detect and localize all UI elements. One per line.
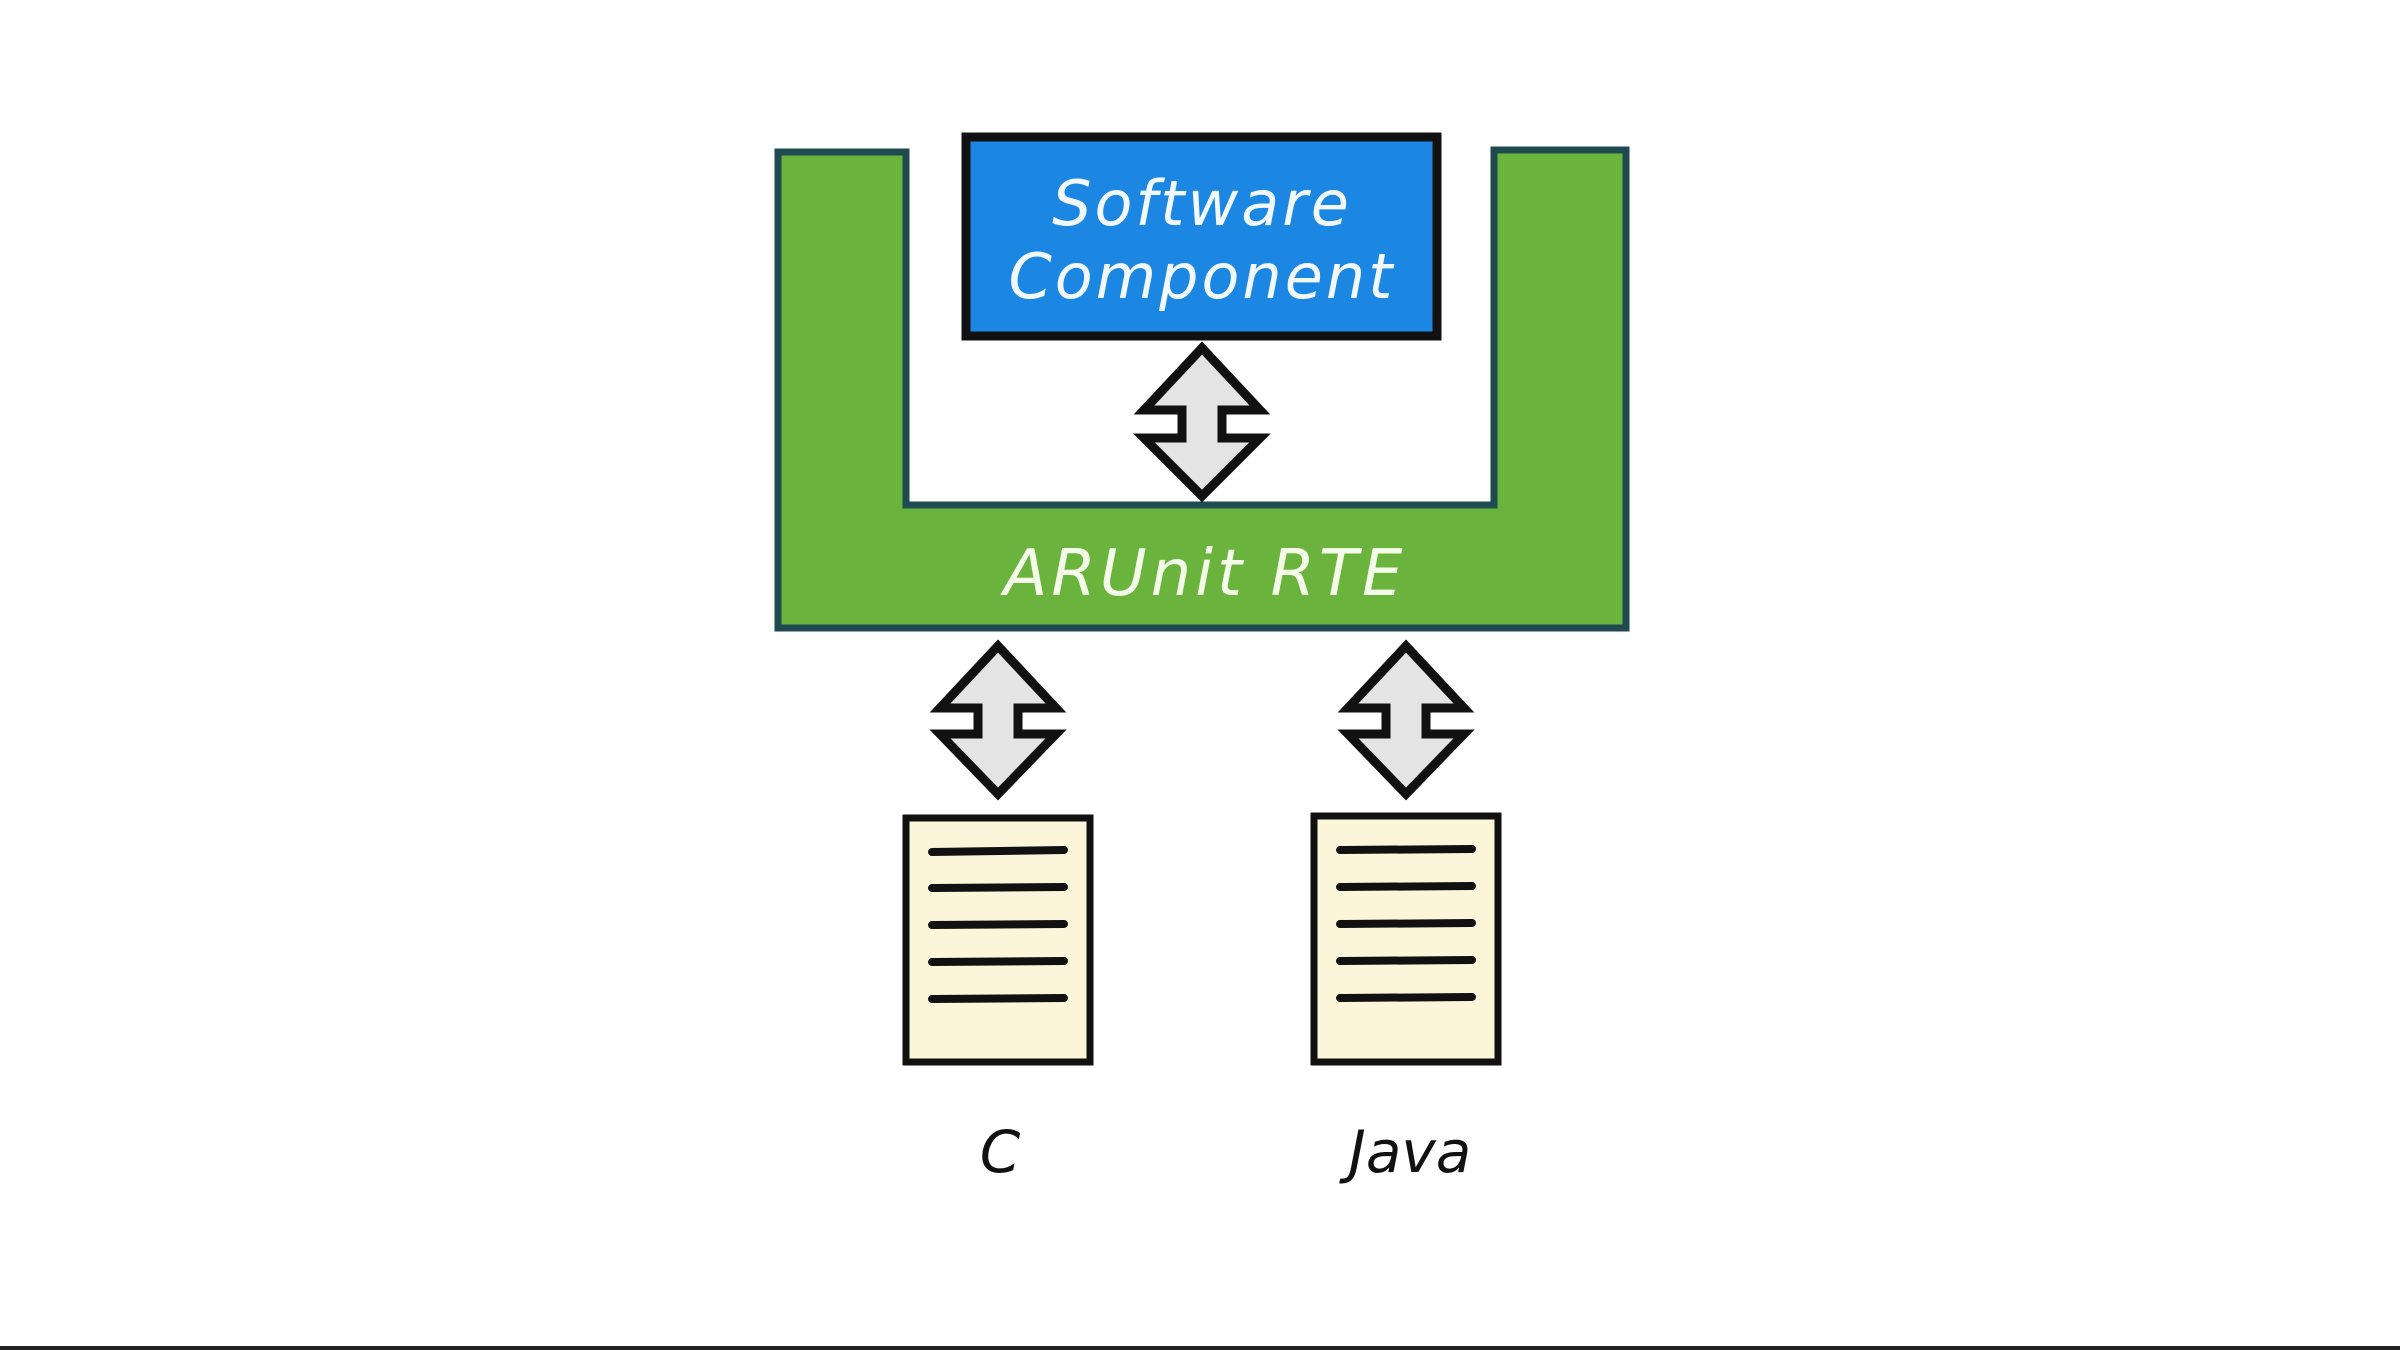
rte-block [774, 146, 1630, 632]
language-label-c: C [980, 1118, 1021, 1186]
rte-label: ARUnit RTE [1000, 537, 1407, 611]
double-arrow-icon [1337, 639, 1475, 801]
software-component-label-line2: Component [1009, 240, 1396, 313]
language-label-java: Java [1339, 1118, 1472, 1186]
double-arrow-icon [929, 639, 1067, 801]
software-component-label-line1: Software [1052, 167, 1352, 240]
double-arrow-icon [1133, 341, 1271, 503]
c-source-document-icon [902, 814, 1094, 1066]
java-source-document-icon [1310, 812, 1502, 1066]
software-component-box [961, 132, 1442, 341]
